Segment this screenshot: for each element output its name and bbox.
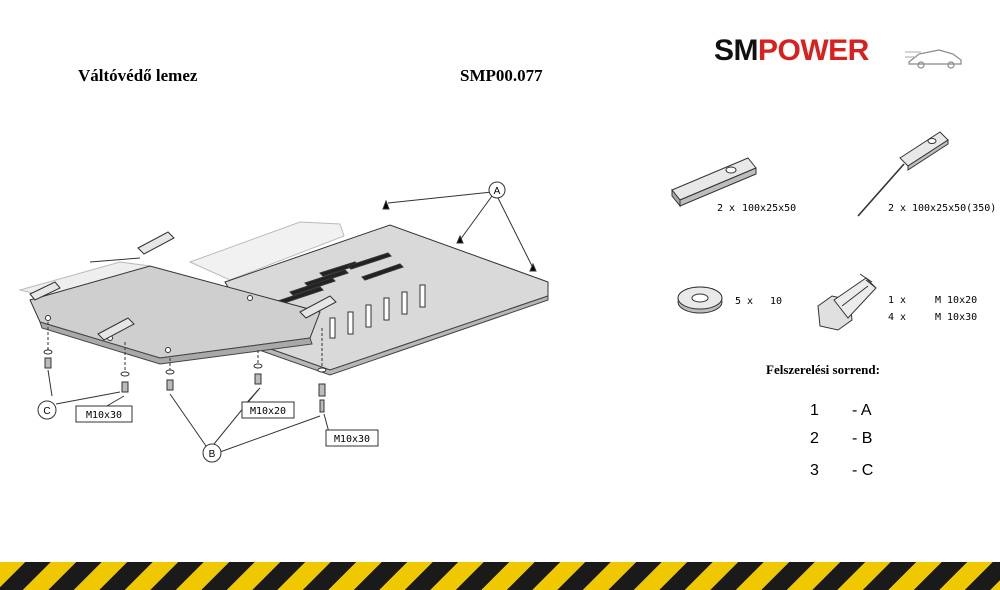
mounting-step-2-label: - B (852, 430, 873, 447)
washer-qty: 5 x (735, 296, 753, 307)
bolt-part-icon (817, 273, 877, 331)
chassis-outline (188, 221, 345, 281)
mounting-step-1-label: - A (852, 402, 872, 419)
brand-logo-sm: SM (714, 34, 759, 67)
callout-a-label: A (494, 186, 501, 197)
rod-plate-part-icon (857, 131, 949, 217)
bolt-label-c-text: M10x30 (86, 410, 122, 421)
callout-a: A (488, 181, 506, 199)
bolt2-size: M 10x30 (935, 312, 977, 323)
mounting-step-3-label: - C (852, 462, 874, 479)
bolt-label-c: M10x30 (75, 405, 133, 423)
callout-c-label: C (43, 406, 50, 417)
diagram-title: Váltóvédő lemez (78, 66, 198, 85)
rod-plate-size: 100x25x50(350) (912, 203, 996, 214)
callout-b: B (202, 443, 222, 463)
hazard-stripe-footer (0, 562, 1000, 590)
bolt1-size: M 10x20 (935, 295, 977, 306)
mounting-step-2: 2 - B (810, 430, 872, 448)
bolt1-qty: 1 x (888, 295, 906, 306)
mounting-step-3-num: 3 (810, 462, 819, 479)
mounting-order-title: Felszerelési sorrend: (766, 362, 880, 377)
bolt2-qty: 4 x (888, 312, 906, 323)
bolt-label-b-lower-text: M10x30 (334, 434, 370, 445)
rod-plate-qty: 2 x (888, 203, 906, 214)
bolt-label-b-upper: M10x20 (241, 401, 295, 419)
mounting-step-1-num: 1 (810, 402, 819, 419)
brand-logo-power: POWER (758, 34, 869, 67)
car-silhouette-icon (905, 49, 962, 69)
mounting-step-1: 1 - A (810, 402, 872, 420)
callout-c: C (37, 400, 57, 420)
plate-qty: 2 x (717, 203, 735, 214)
callout-b-label: B (209, 449, 216, 460)
plate-size: 100x25x50 (742, 203, 796, 214)
brand-logo: SMPOWER (714, 36, 869, 66)
washer-part-icon (677, 286, 723, 314)
washer-size: 10 (770, 296, 782, 307)
mounting-step-3: 3 - C (810, 462, 873, 480)
part-code: SMP00.077 (460, 66, 543, 85)
plate-part-icon (671, 157, 757, 208)
bolt-label-b-lower: M10x30 (325, 429, 379, 447)
mounting-step-2-num: 2 (810, 430, 819, 447)
bolt-label-b-upper-text: M10x20 (250, 406, 286, 417)
